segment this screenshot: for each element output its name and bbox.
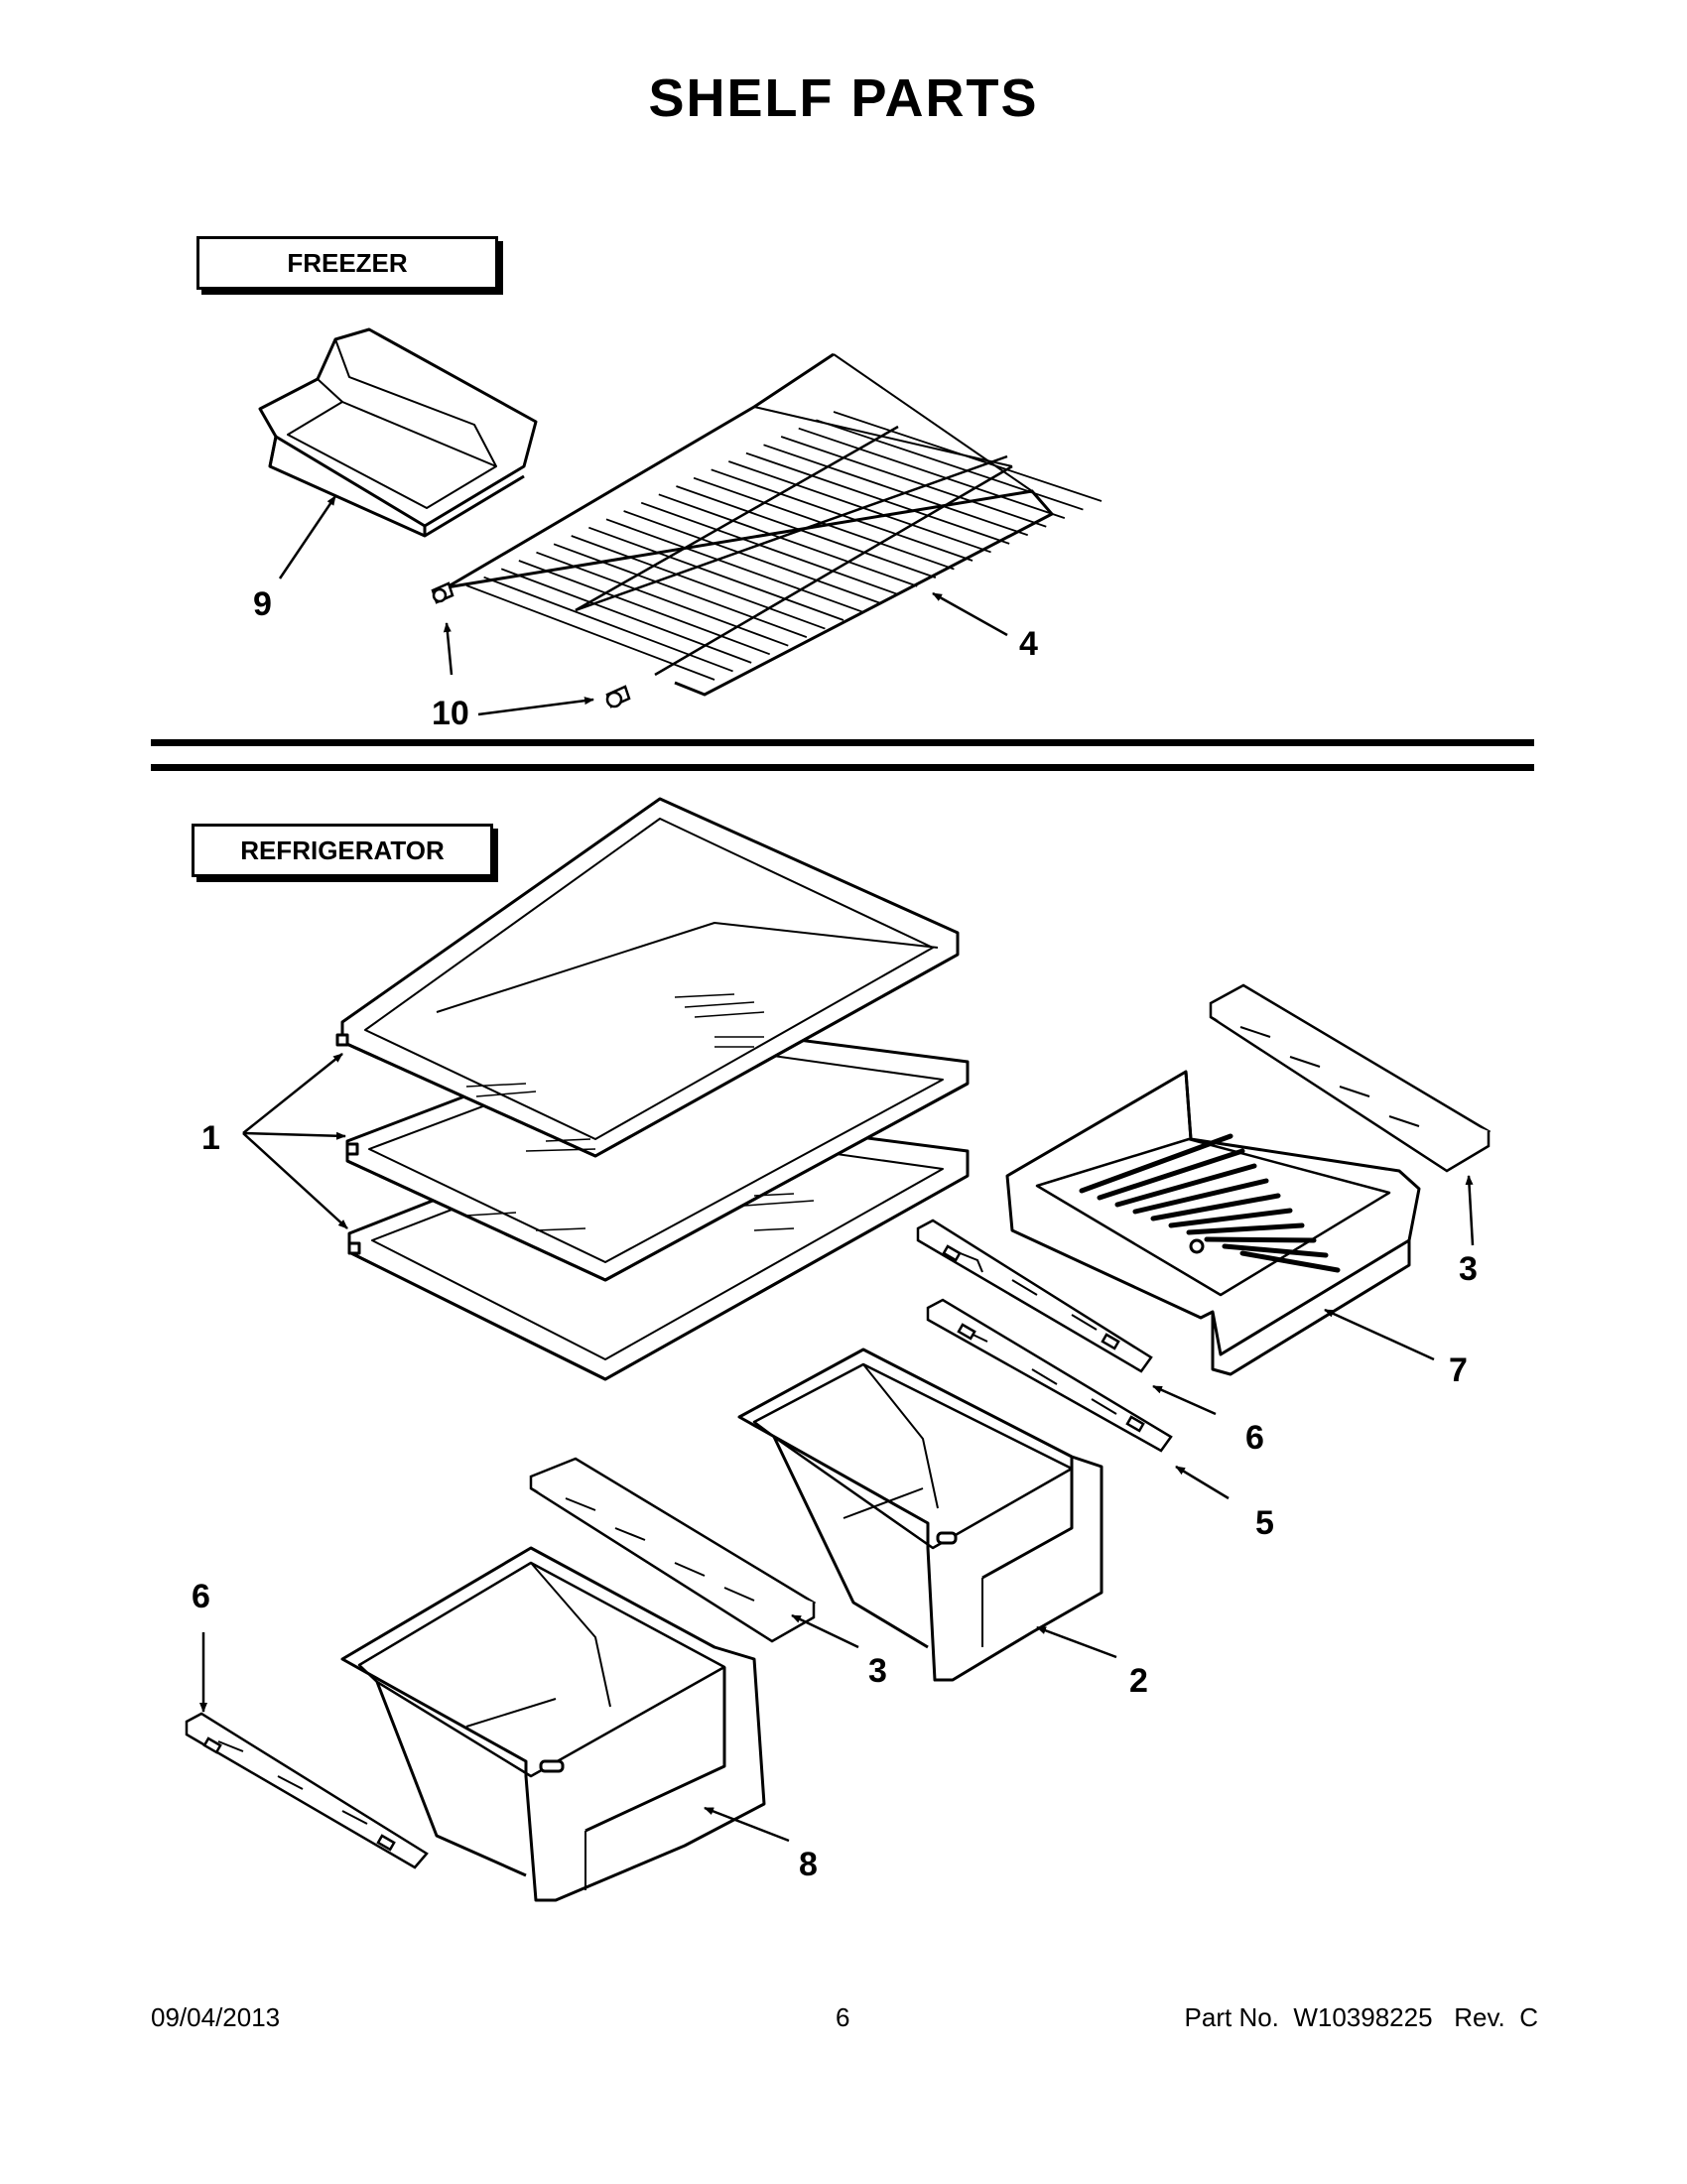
drawer-slide-part-6-middle — [916, 1219, 1153, 1373]
footer-part-number: Part No. W10398225 Rev. C — [1184, 2002, 1538, 2032]
callout-3-right: 3 — [1459, 1250, 1478, 1288]
refrigerator-section-label: REFRIGERATOR — [192, 824, 493, 877]
section-divider-top — [151, 739, 1534, 746]
drawer-rib — [1132, 1178, 1269, 1215]
drawer-rib — [1239, 1250, 1341, 1273]
shelf-wire — [676, 485, 937, 578]
meat-drawer-part-7 — [1005, 1070, 1421, 1376]
drawer-rib — [1168, 1208, 1293, 1228]
crisper-drawer-part-2 — [737, 1348, 1103, 1682]
shelf-wire — [536, 551, 789, 647]
drawer-rib — [1222, 1243, 1329, 1258]
drawer-rib — [1186, 1222, 1305, 1235]
shelf-wire — [465, 584, 715, 681]
callout-7: 7 — [1449, 1351, 1468, 1389]
glass-shelves-part-1 — [335, 797, 970, 1381]
freezer-bin-part-9 — [258, 327, 538, 538]
shelf-wire — [833, 411, 1103, 502]
drawer-rib — [1079, 1133, 1233, 1194]
drawer-slide-part-6-left — [185, 1712, 429, 1869]
callout-5: 5 — [1255, 1504, 1274, 1542]
shelf-wire — [798, 427, 1066, 519]
shelf-wire — [500, 568, 752, 664]
crisper-cover-part-3-right — [1209, 983, 1492, 1173]
crisper-drawer-part-8 — [340, 1546, 766, 1902]
callout-4: 4 — [1019, 625, 1038, 663]
callout-9: 9 — [253, 585, 272, 623]
shelf-wire — [623, 510, 881, 604]
section-divider-bottom — [151, 764, 1534, 771]
shelf-wire — [763, 444, 1029, 537]
shelf-wire — [693, 476, 955, 571]
page-title: SHELF PARTS — [648, 68, 1039, 128]
callout-leaders — [199, 495, 1475, 1843]
callout-10: 10 — [432, 695, 469, 732]
drawer-rib — [1150, 1193, 1281, 1221]
drawer-rib — [1204, 1236, 1317, 1243]
drawer-rib — [1097, 1148, 1245, 1201]
shelf-wire — [571, 535, 826, 630]
shelf-wire — [640, 501, 900, 596]
shelf-wire — [588, 526, 844, 621]
footer-page-number: 6 — [836, 2002, 850, 2032]
shelf-pin-part-10-right — [605, 685, 631, 708]
shelf-wire — [658, 493, 918, 587]
callout-1: 1 — [201, 1119, 220, 1157]
callout-8: 8 — [799, 1846, 818, 1883]
callout-labels: 9 4 10 1 3 7 6 5 2 3 6 8 — [192, 585, 1478, 1883]
shelf-pin-part-10-left — [431, 581, 454, 604]
drawer-slide-part-5 — [926, 1298, 1173, 1453]
shelf-wire — [745, 451, 1010, 545]
callout-2: 2 — [1129, 1662, 1148, 1700]
callout-6-left: 6 — [192, 1578, 210, 1615]
shelf-wire — [605, 518, 862, 613]
footer-date: 09/04/2013 — [151, 2002, 281, 2032]
shelf-wire — [553, 543, 808, 638]
freezer-wire-shelf-part-4 — [446, 352, 1103, 697]
shelf-wire — [483, 576, 733, 673]
crisper-cover-part-3-left — [529, 1457, 817, 1643]
callout-3-left: 3 — [868, 1652, 887, 1690]
shelf-wire — [518, 560, 771, 656]
shelf-wire — [816, 419, 1084, 511]
shelf-wire — [780, 436, 1047, 528]
shelf-wire — [727, 460, 991, 554]
freezer-section-label: FREEZER — [196, 236, 498, 290]
callout-6-middle: 6 — [1245, 1419, 1264, 1457]
drawer-rib — [1114, 1163, 1257, 1208]
